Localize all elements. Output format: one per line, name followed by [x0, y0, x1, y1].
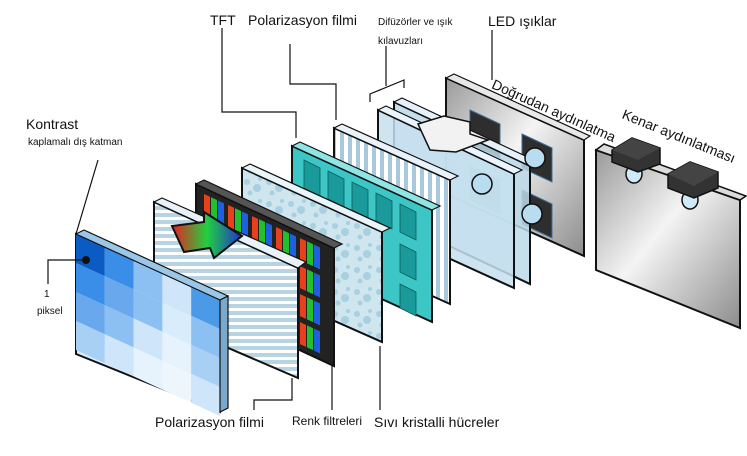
pixel-cell — [133, 347, 163, 390]
edge-led-2 — [667, 161, 719, 210]
pixel-cell — [133, 289, 163, 332]
label-tft: TFT — [210, 12, 236, 28]
color-filter-stripe — [290, 233, 296, 259]
color-filter-stripe — [276, 227, 282, 252]
label-contrast-sub: kaplamalı dış katman — [28, 137, 123, 148]
label-diffusers-line2: kılavuzları — [378, 36, 424, 47]
label-polarizer-bottom: Polarizasyon filmi — [155, 414, 264, 430]
color-filter-stripe — [211, 197, 217, 222]
color-filter-stripe — [300, 238, 306, 263]
leader-polarizer-top — [289, 44, 337, 120]
label-liquid-crystal: Sıvı kristalli hücreler — [374, 414, 500, 430]
label-polarizer-top: Polarizasyon filmi — [248, 12, 357, 28]
color-filter-stripe — [283, 230, 289, 256]
pixel-cell — [191, 344, 220, 387]
color-filter-stripe — [314, 328, 320, 354]
light-arrow-icon — [416, 115, 491, 153]
leader-contrast — [75, 159, 99, 235]
edge-led-1 — [611, 137, 661, 184]
leader-lines — [47, 28, 493, 410]
leader-pixel — [47, 259, 84, 284]
front-contrast-panel — [74, 229, 230, 416]
color-filter-stripe — [252, 216, 258, 241]
label-led: LED ışıklar — [488, 13, 557, 29]
pixel-cell — [162, 302, 192, 345]
pixel-cell — [76, 292, 105, 335]
label-pixel-number: 1 — [44, 289, 50, 300]
pixel-cell — [133, 318, 163, 361]
color-filter-stripe — [307, 241, 313, 267]
color-filter-stripe — [314, 272, 320, 298]
front-polarizer-panel — [152, 197, 308, 380]
color-filter-stripe — [259, 219, 265, 245]
color-filter-stripe — [307, 269, 313, 295]
label-contrast-title: Kontrast — [26, 116, 79, 132]
color-filter-stripe — [314, 300, 320, 326]
leader-diffuser-bracket — [369, 79, 405, 102]
color-filter-stripe — [266, 222, 272, 248]
leader-tft — [221, 28, 297, 138]
color-filter-stripe — [300, 294, 306, 319]
color-filter-stripe — [307, 325, 313, 351]
pixel-cell — [191, 315, 220, 358]
rgb-light-arrow-icon — [170, 210, 244, 260]
pixel-cell — [191, 373, 220, 416]
color-filter-stripe — [242, 211, 248, 237]
pixel-cell — [76, 263, 105, 306]
edge-lighting-panel — [594, 137, 747, 330]
label-diffusers-line1: Difüzörler ve ışık — [378, 17, 453, 28]
pixel-cell — [104, 305, 134, 348]
pixel-cell — [162, 360, 192, 403]
pixel-cell — [104, 276, 134, 319]
pixel-cell — [76, 321, 105, 364]
color-filter-stripe — [300, 266, 306, 291]
color-filter-stripe — [300, 322, 306, 347]
pixel-cell — [104, 334, 134, 377]
pixel-marker-dot — [82, 256, 90, 264]
color-filter-stripe — [235, 208, 241, 234]
label-pixel-word: piksel — [37, 306, 63, 317]
color-filter-stripe — [307, 297, 313, 323]
color-filter-stripe — [218, 200, 224, 226]
color-filter-stripe — [314, 244, 320, 270]
label-color-filters: Renk filtreleri — [292, 414, 363, 428]
color-filter-stripe — [228, 205, 234, 230]
pixel-cell — [162, 331, 192, 374]
leader-polarizer-bottom — [253, 378, 293, 410]
